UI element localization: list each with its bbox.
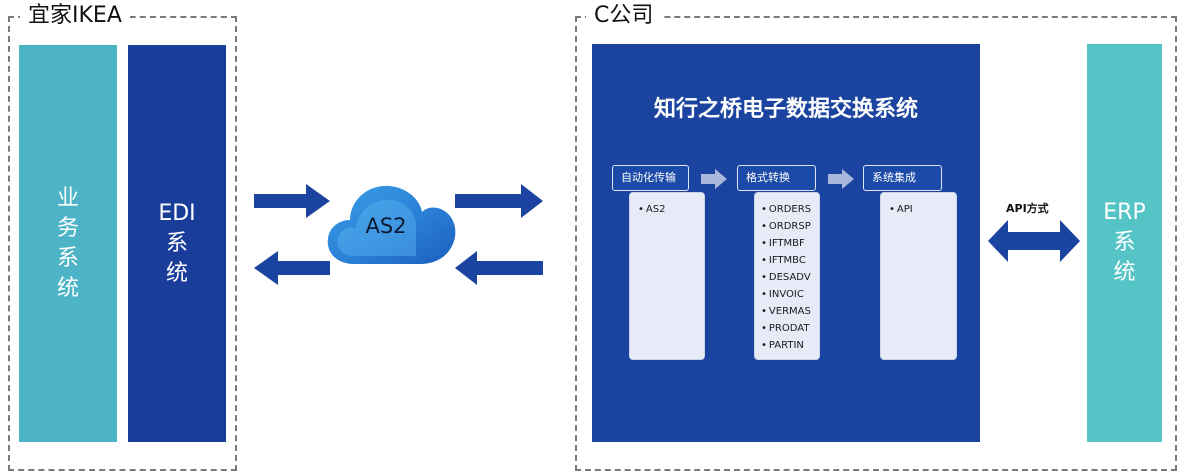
stage-list-integration: API	[889, 201, 913, 218]
list-item: API	[889, 201, 913, 218]
arrow-left-from-cloud-icon	[254, 251, 330, 285]
business-system-label: 业 务 系 统	[56, 185, 79, 301]
business-system-bar: 业 务 系 统	[19, 45, 117, 442]
erp-system-bar: ERP 系 统	[1087, 44, 1162, 442]
stage-head-integration: 系统集成	[863, 165, 942, 191]
panel-title: 知行之桥电子数据交换系统	[653, 97, 918, 122]
list-item: ORDERS	[761, 201, 811, 218]
edi-system-label: EDI 系 统	[158, 200, 196, 286]
as2-cloud: AS2	[324, 176, 458, 268]
stage-head-format: 格式转换	[737, 165, 816, 191]
stage-head-transfer: 自动化传输	[612, 165, 689, 191]
list-item: ORDRSP	[761, 218, 811, 235]
bidirectional-arrow-icon	[988, 220, 1080, 262]
arrow-right-to-cloud-icon	[254, 184, 330, 218]
arrow-left-from-c-icon	[455, 251, 543, 285]
list-item: IFTMBF	[761, 235, 811, 252]
c-company-group-title: C公司	[586, 2, 662, 30]
api-label: API方式	[1006, 202, 1049, 215]
erp-system-label: ERP 系 统	[1103, 200, 1146, 285]
edi-system-panel: 知行之桥电子数据交换系统 AS2 自动化传输 ORDERS ORDRSP IFT…	[592, 44, 980, 442]
arrow-right-to-c-icon	[455, 184, 543, 218]
stage-card-transfer: AS2	[629, 192, 705, 360]
stage-arrow-icon	[701, 169, 727, 189]
list-item: IFTMBC	[761, 252, 811, 269]
cloud-label: AS2	[365, 214, 407, 238]
c-company-group-box	[575, 16, 1177, 471]
cloud-icon	[327, 185, 456, 264]
edi-system-bar: EDI 系 统	[128, 45, 226, 442]
list-item: PARTIN	[761, 337, 811, 354]
list-item: INVOIC	[761, 286, 811, 303]
list-item: VERMAS	[761, 303, 811, 320]
stage-card-integration: API	[880, 192, 957, 360]
stage-list-format: ORDERS ORDRSP IFTMBF IFTMBC DESADV INVOI…	[761, 201, 811, 354]
stage-list-transfer: AS2	[638, 201, 666, 218]
list-item: AS2	[638, 201, 666, 218]
list-item: DESADV	[761, 269, 811, 286]
ikea-group-title: 宜家IKEA	[20, 2, 130, 30]
stage-card-format: ORDERS ORDRSP IFTMBF IFTMBC DESADV INVOI…	[754, 192, 820, 360]
stage-arrow-icon	[828, 169, 854, 189]
list-item: PRODAT	[761, 320, 811, 337]
